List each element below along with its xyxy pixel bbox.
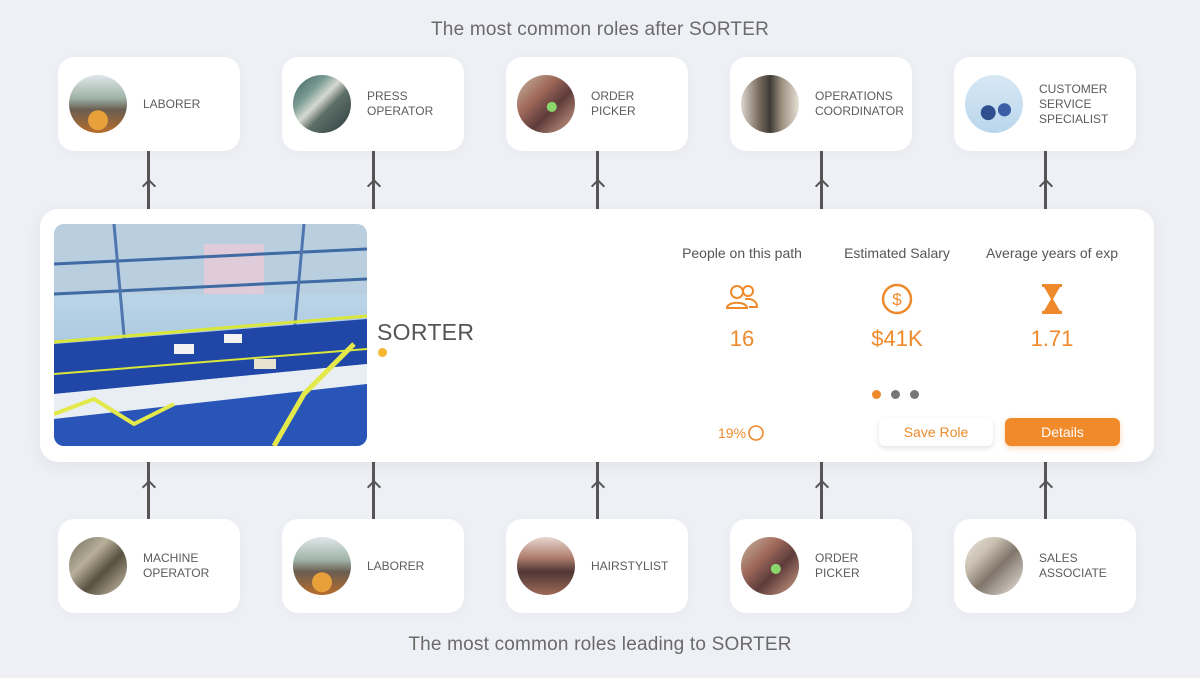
connector-line [820,151,823,209]
dollar-icon: $ [881,283,913,315]
save-role-button[interactable]: Save Role [879,418,993,446]
connector-line [820,462,823,519]
previous-roles-heading: The most common roles leading to SORTER [408,634,792,655]
role-indicator-dot [378,348,387,357]
role-avatar [965,537,1023,595]
connector-line [1044,462,1047,519]
connector-line [596,151,599,209]
pager-dot-1[interactable] [872,390,881,399]
connector-line [596,462,599,519]
role-label: PRESS OPERATOR [367,89,434,118]
role-avatar [517,75,575,133]
role-label: SALES ASSOCIATE [1039,551,1107,580]
previous-role-card-5[interactable]: SALES ASSOCIATE [954,519,1136,613]
next-role-card-1[interactable]: LABORER [58,57,240,151]
next-role-card-2[interactable]: PRESS OPERATOR [282,57,464,151]
arrow-up-icon [590,178,606,194]
role-avatar [965,75,1023,133]
role-label: HAIRSTYLIST [591,558,669,573]
role-label: LABORER [367,558,425,573]
role-label: LABORER [143,96,201,111]
role-avatar [741,537,799,595]
next-roles-heading: The most common roles after SORTER [431,19,769,40]
connector-line [372,151,375,209]
role-avatar [293,537,351,595]
role-label: ORDER PICKER [815,551,860,580]
sorting-facility-image [54,224,367,446]
people-icon [725,285,759,309]
role-title: SORTER [377,319,475,345]
connector-line [147,462,150,519]
details-button[interactable]: Details [1005,418,1120,446]
previous-role-card-2[interactable]: LABORER [282,519,464,613]
arrow-up-icon [366,479,382,495]
previous-role-card-3[interactable]: HAIRSTYLIST [506,519,688,613]
pager-dot-2[interactable] [891,390,900,399]
previous-role-card-1[interactable]: MACHINE OPERATOR [58,519,240,613]
arrow-up-icon [1038,479,1054,495]
role-label: OPERATIONS COORDINATOR [815,89,904,118]
progress-percent: 19% [718,425,747,441]
role-label: ORDER PICKER [591,89,636,118]
arrow-up-icon [141,178,157,194]
next-role-card-3[interactable]: ORDER PICKER [506,57,688,151]
connector-line [372,462,375,519]
stat-value-salary: $41K [871,326,923,351]
arrow-up-icon [590,479,606,495]
role-avatar [69,537,127,595]
arrow-up-icon [141,479,157,495]
role-avatar [69,75,127,133]
previous-role-card-4[interactable]: ORDER PICKER [730,519,912,613]
stat-value-people: 16 [729,326,755,351]
stat-label-experience: Average years of exp [985,245,1119,261]
role-hero-image [54,224,367,446]
role-avatar [293,75,351,133]
stat-label-salary: Estimated Salary [844,245,950,261]
connector-line [147,151,150,209]
next-role-card-5[interactable]: CUSTOMER SERVICE SPECIALIST [954,57,1136,151]
arrow-up-icon [366,178,382,194]
arrow-up-icon [1038,178,1054,194]
next-role-card-4[interactable]: OPERATIONS COORDINATOR [730,57,912,151]
stat-value-experience: 1.71 [1030,326,1074,351]
stat-label-people: People on this path [682,245,802,261]
svg-text:$: $ [892,290,902,309]
arrow-up-icon [814,178,830,194]
role-avatar [741,75,799,133]
pager-dot-3[interactable] [910,390,919,399]
hourglass-icon [1042,284,1062,314]
arrow-up-icon [814,479,830,495]
current-role-card: SORTER People on this path Estimated Sal… [40,209,1154,462]
role-label: MACHINE OPERATOR [143,551,210,580]
role-avatar [517,537,575,595]
progress-ring-icon [748,425,764,441]
connector-line [1044,151,1047,209]
role-label: CUSTOMER SERVICE SPECIALIST [1039,81,1109,126]
